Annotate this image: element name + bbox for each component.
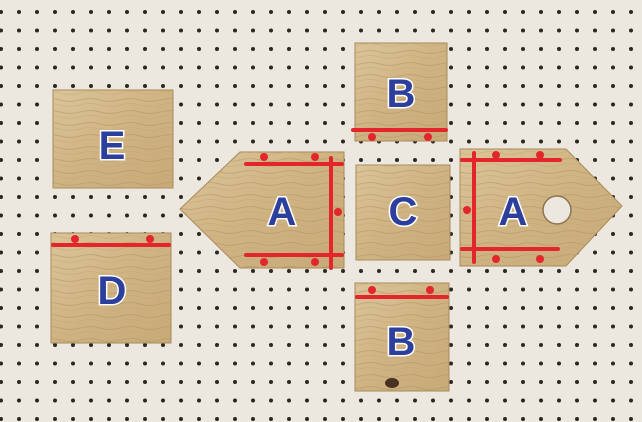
- screw-mark: [311, 153, 319, 161]
- screw-mark: [492, 151, 500, 159]
- screw-mark: [368, 286, 376, 294]
- screw-mark: [536, 151, 544, 159]
- screw-mark: [536, 255, 544, 263]
- entrance-hole: [543, 196, 571, 224]
- screw-mark: [260, 153, 268, 161]
- piece-b-bottom-label: B: [387, 320, 416, 364]
- piece-b-bottom: B: [355, 283, 449, 391]
- piece-b-top-label: B: [387, 72, 416, 116]
- piece-d: D: [51, 233, 171, 343]
- piece-c-label: C: [389, 190, 418, 234]
- screw-mark: [426, 286, 434, 294]
- piece-a-left-label: A: [268, 190, 297, 234]
- screw-mark: [492, 255, 500, 263]
- screw-mark: [334, 208, 342, 216]
- screw-mark: [424, 133, 432, 141]
- screw-mark: [463, 206, 471, 214]
- piece-c: C: [356, 165, 450, 260]
- screw-mark: [146, 235, 154, 243]
- wood-knot: [385, 378, 399, 388]
- screw-mark: [368, 133, 376, 141]
- piece-d-label: D: [98, 269, 127, 313]
- screw-mark: [71, 235, 79, 243]
- piece-e: E: [53, 90, 173, 188]
- piece-a-right-label: A: [499, 190, 528, 234]
- screw-mark: [311, 258, 319, 266]
- screw-mark: [260, 258, 268, 266]
- piece-e-label: E: [99, 124, 126, 168]
- piece-b-top: B: [353, 43, 447, 141]
